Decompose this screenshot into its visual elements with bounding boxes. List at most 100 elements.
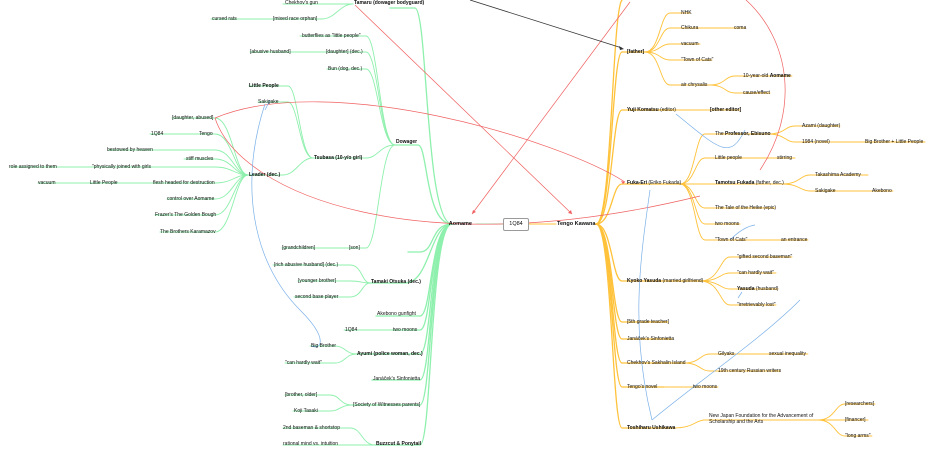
node-stiff-muscles[interactable]: stiff muscles — [186, 156, 214, 162]
node-cant-hardly-l[interactable]: "can hardly wait" — [285, 360, 322, 366]
node-nhk[interactable]: NHK — [681, 10, 692, 16]
node-town-cats-r2[interactable]: "Town of Cats" — [715, 237, 748, 243]
node-buzzcut[interactable]: Buzzcut & Ponytail — [376, 441, 422, 447]
node-witnesses[interactable]: [Society of Witnesses parents] — [353, 402, 421, 408]
node-big-brother-lp[interactable]: Big Brother + Little People — [865, 139, 924, 145]
node-ayumi[interactable]: Ayumi (police woman, dec.) — [357, 351, 423, 357]
node-professor[interactable]: The Professor, Ebisuno — [715, 131, 771, 137]
yasuda-sub: (husband) — [754, 286, 779, 292]
node-researchers[interactable]: [researchers] — [845, 401, 875, 407]
node-1q84-b[interactable]: 1Q84 — [345, 327, 358, 333]
node-other-editor[interactable]: [other editor] — [710, 107, 742, 113]
node-janacek-l[interactable]: Janáček's Sinfonietta — [373, 376, 421, 382]
node-vacuum-l[interactable]: vacuum — [38, 180, 56, 186]
node-gifted[interactable]: "gifted second baseman" — [737, 254, 793, 260]
node-azami[interactable]: Azami (daughter) — [802, 123, 841, 129]
node-gilyaks[interactable]: Gilyaks — [718, 351, 735, 357]
node-ushikawa[interactable]: Toshiharu Ushikawa — [627, 425, 676, 431]
node-chikura[interactable]: Chikura — [681, 25, 699, 31]
tengo-node[interactable]: Tengo Kawana — [557, 221, 596, 227]
node-coma[interactable]: coma — [734, 25, 747, 31]
node-tamaru[interactable]: Tamaru (dowager bodyguard) — [354, 0, 424, 6]
node-mixed-race[interactable]: [mixed race orphan] — [273, 16, 318, 22]
node-heike[interactable]: The Tale of the Heike (epic) — [715, 205, 777, 211]
node-little-people-l[interactable]: Little People — [249, 83, 279, 89]
node-bun[interactable]: Bun (dog, dec.) — [328, 66, 363, 72]
node-daughter-abused[interactable]: [daughter, abused] — [172, 115, 214, 121]
node-koji[interactable]: Koji Tasaki — [294, 408, 318, 414]
node-financer[interactable]: [financer] — [845, 417, 866, 423]
node-rich-abusive[interactable]: [rich abusive husband] (dec.) — [274, 262, 339, 268]
node-little-people-l2[interactable]: Little People — [90, 180, 118, 186]
node-kyoko[interactable]: Kyoko Yasuda (married girlfriend) — [627, 278, 703, 284]
node-butterflies[interactable]: butterflies as "little people" — [302, 33, 361, 39]
tamotsu-sub: (father, dec.) — [754, 180, 784, 186]
node-chekhovs-gun[interactable]: Chekhov's gun — [285, 0, 318, 6]
root-node[interactable]: 1Q84 — [503, 218, 529, 231]
node-brother-older[interactable]: [brother, older] — [285, 392, 318, 398]
ten-year-old-label: 10-year-old — [743, 73, 769, 79]
node-ten-year-old[interactable]: 10-year-old Aomame — [743, 73, 791, 79]
fukaeri-label: Fuka-Eri — [627, 180, 648, 186]
node-sexual-ineq[interactable]: sexual inequality — [769, 351, 806, 357]
node-younger-brother[interactable]: [younger brother] — [298, 278, 337, 284]
node-fifth-grade[interactable]: [5th grade teacher] — [627, 319, 669, 325]
node-abusive-husband[interactable]: [abusive husband] — [250, 49, 291, 55]
node-two-moons-r[interactable]: two moons — [715, 221, 740, 227]
node-foundation[interactable]: New Japan Foundation for the Advancement… — [709, 413, 813, 425]
node-daughter-dec[interactable]: [daughter] (dec.) — [326, 49, 363, 55]
node-control[interactable]: control over Aomame — [167, 196, 215, 202]
node-akebono-gunfight[interactable]: Akebono gunfight — [377, 311, 416, 317]
node-second-base[interactable]: second base player — [295, 294, 339, 300]
node-1q84-l[interactable]: 1Q84 — [151, 131, 164, 137]
node-1984[interactable]: 1984 (novel) — [802, 139, 830, 145]
node-irretrievably[interactable]: "irretrievably lost" — [737, 302, 776, 308]
node-tamaki[interactable]: Tamaki Otsuka (dec.) — [371, 279, 421, 285]
foundation-line2: Scholarship and the Arts — [709, 419, 764, 425]
node-janacek-r[interactable]: Janáček's Sinfonietta — [627, 336, 675, 342]
node-leader[interactable]: Leader (dec.) — [249, 172, 281, 178]
node-komatsu[interactable]: Yuji Komatsu (editor) — [627, 107, 676, 113]
node-air-chrysalis[interactable]: air chrysalis — [681, 82, 708, 88]
node-sakhalin[interactable]: Chekhov's Sakhalin Island — [627, 360, 686, 366]
node-phys-joined[interactable]: "physically joined with girls — [92, 164, 152, 170]
node-yasuda[interactable]: Yasuda (husband) — [737, 286, 778, 292]
node-russian-writers[interactable]: 19th century Russian writers — [718, 368, 782, 374]
aomame-node[interactable]: Aomame — [448, 221, 472, 227]
node-karamazov[interactable]: The Brothers Karamazov — [160, 229, 216, 235]
node-frazer[interactable]: Frazer's The Golden Bough — [155, 212, 217, 218]
node-cant-hardly-r[interactable]: "can hardly wait" — [737, 270, 774, 276]
node-tsubasa[interactable]: Tsubasa (10-y/o girl) — [314, 155, 362, 161]
node-tamotsu[interactable]: Tamotsu Fukada (father, dec.) — [715, 180, 784, 186]
node-two-moons-r2[interactable]: two moons — [693, 384, 718, 390]
node-little-people-r[interactable]: Little people — [715, 155, 742, 161]
node-town-cats-r[interactable]: "Town of Cats" — [681, 57, 714, 63]
node-father[interactable]: [father] — [627, 49, 645, 55]
node-stirring[interactable]: stirring — [777, 155, 793, 161]
node-entrance[interactable]: an entrance — [781, 237, 808, 243]
node-two-moons-l[interactable]: two moons — [393, 327, 418, 333]
aomame-r-label: Aomame — [769, 73, 791, 79]
node-big-brother-l[interactable]: Big Brother — [311, 343, 337, 349]
node-sakigake-r[interactable]: Sakigake — [815, 188, 836, 194]
node-dowager[interactable]: Dowager — [396, 139, 418, 145]
node-fukaeri[interactable]: Fuka-Eri (Eriko Fukada) — [627, 180, 681, 186]
node-role-assigned[interactable]: role assigned to them — [9, 164, 57, 170]
node-rational[interactable]: rational mind vs. intuition — [283, 441, 339, 447]
node-long-arms[interactable]: "long arms" — [845, 433, 871, 439]
node-grandchildren[interactable]: [grandchildren] — [282, 245, 316, 251]
node-tengos-novel[interactable]: Tengo's novel — [627, 384, 658, 390]
node-baseman[interactable]: 2nd baseman & shortstop — [283, 425, 340, 431]
node-cursed-rats[interactable]: cursed rats — [212, 16, 237, 22]
node-tengo-l[interactable]: Tengo — [199, 131, 213, 137]
node-vacuum-r[interactable]: vacuum — [681, 41, 699, 47]
node-cause-effect[interactable]: cause/effect — [743, 90, 770, 96]
node-son[interactable]: [son] — [349, 245, 360, 251]
node-takashima[interactable]: Takashima Academy — [815, 172, 861, 178]
node-akebono[interactable]: Akebono — [872, 188, 892, 194]
node-sakigake-l[interactable]: Sakigake — [258, 99, 279, 105]
node-flesh-headed[interactable]: flesh headed for destruction — [153, 180, 215, 186]
node-bestowed[interactable]: bestowed by heaven — [107, 147, 153, 153]
